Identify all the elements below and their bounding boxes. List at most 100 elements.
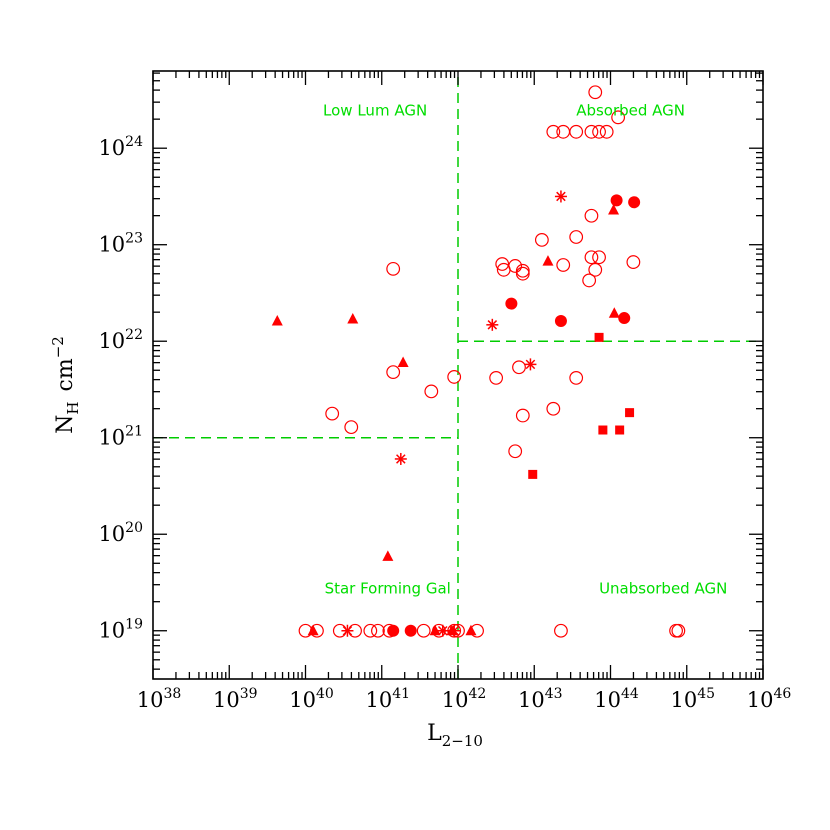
asterisk-stroke (525, 359, 536, 370)
open-circle-point (424, 384, 439, 399)
open-circle-point (344, 420, 359, 435)
y-axis-label: NHcm−2 (49, 336, 82, 434)
axis-ticks (152, 71, 764, 679)
x-tick-label: 1039 (213, 686, 258, 712)
open-circle-point (496, 262, 511, 277)
y-tick-label: 1020 (98, 520, 143, 546)
open-circle-point (546, 124, 561, 139)
open-circle-point (546, 401, 561, 416)
y-tick-label: 1024 (98, 134, 143, 160)
filled-square-point (528, 469, 538, 479)
filled-circle-point (618, 312, 631, 325)
asterisk-point (486, 318, 499, 331)
y-tick-label: 1023 (98, 231, 143, 257)
asterisk-point (436, 624, 449, 637)
open-circle-point (588, 262, 603, 277)
open-circle-point (584, 124, 599, 139)
filled-circle-point (404, 624, 417, 637)
asterisk-point (394, 452, 407, 465)
open-circle-point (512, 360, 526, 375)
open-circle-point (569, 124, 584, 139)
y-tick-label: 1019 (98, 617, 143, 643)
open-circle-point (626, 255, 641, 269)
open-circle-point (569, 230, 584, 244)
open-circle-point (599, 124, 614, 139)
filled-square-point (594, 332, 604, 342)
open-circle-point (363, 623, 378, 638)
open-circle-point (515, 266, 530, 281)
filled-triangle-point (397, 356, 409, 367)
open-circle-point (671, 623, 686, 638)
open-circle-point (515, 263, 530, 278)
open-circle-point (584, 250, 599, 265)
asterisk-point (524, 358, 537, 371)
asterisk-point (448, 624, 461, 637)
filled-square-point (625, 408, 635, 418)
open-circle-point (515, 408, 530, 423)
asterisk-point (554, 190, 567, 203)
region-label: Absorbed AGN (576, 102, 685, 120)
asterisk-stroke (396, 454, 406, 464)
filled-triangle-point (271, 314, 283, 326)
open-circle-point (508, 444, 523, 459)
tick-labels: 1038 1039 1040 1041 1042 1043 1044 1045 1046 1019… (98, 134, 791, 712)
filled-triangle-point (382, 550, 394, 561)
region-labels: Low Lum AGN Absorbed AGN Star Forming Gal U… (323, 102, 727, 598)
x-tick-label: 1044 (594, 686, 639, 712)
filled-triangle-point (307, 624, 319, 636)
open-circle-point (386, 261, 401, 276)
open-circle-point (582, 273, 597, 288)
asterisk-stroke (437, 625, 448, 636)
open-circle-point (386, 365, 401, 380)
open-circle-point (588, 85, 603, 100)
x-tick-label: 1046 (747, 686, 792, 712)
filled-triangle-point (465, 624, 477, 636)
open-circle-point (569, 370, 584, 385)
filled-circle-point (628, 196, 641, 209)
open-circle-point (556, 124, 571, 139)
divider-lines (153, 71, 763, 679)
filled-triangle-point (347, 313, 359, 324)
x-axis-label: L2−10 (427, 721, 483, 750)
data-points (271, 85, 686, 638)
open-circle-point (556, 258, 571, 272)
filled-circle-point (554, 314, 567, 327)
region-label: Low Lum AGN (323, 102, 427, 120)
y-tick-label: 1022 (98, 327, 143, 353)
filled-triangle-point (608, 203, 620, 215)
filled-circle-point (387, 624, 400, 637)
asterisk-stroke (449, 625, 459, 636)
asterisk-point (341, 624, 354, 637)
open-circle-point (584, 208, 599, 223)
open-circle-point (447, 370, 462, 384)
open-circle-point (554, 623, 568, 638)
filled-triangle-point (608, 307, 620, 318)
open-circle-point (611, 110, 626, 125)
open-circle-point (489, 370, 504, 385)
filled-square-point (615, 425, 625, 435)
filled-triangle-point (542, 255, 554, 266)
asterisk-stroke (556, 191, 566, 202)
region-label: Star Forming Gal (325, 579, 451, 597)
x-tick-label: 1041 (365, 686, 410, 712)
y-tick-label: 1021 (98, 424, 143, 450)
asterisk-stroke (487, 320, 498, 330)
filled-triangle-point (429, 624, 441, 636)
x-tick-label: 1040 (289, 686, 334, 712)
open-circle-point (592, 250, 606, 265)
region-label: Unabsorbed AGN (599, 579, 727, 597)
open-circle-point (371, 623, 385, 638)
asterisk-stroke (342, 625, 353, 636)
open-circle-point (495, 257, 510, 271)
open-circle-point (592, 124, 606, 139)
filled-circle-point (610, 194, 623, 207)
x-tick-label: 1043 (518, 686, 563, 712)
x-tick-label: 1038 (137, 686, 182, 712)
x-tick-label: 1042 (442, 686, 487, 712)
filled-square-point (598, 425, 608, 435)
x-tick-label: 1045 (670, 686, 715, 712)
open-circle-point (416, 623, 431, 638)
open-circle-point (325, 406, 340, 421)
open-circle-point (534, 232, 549, 247)
